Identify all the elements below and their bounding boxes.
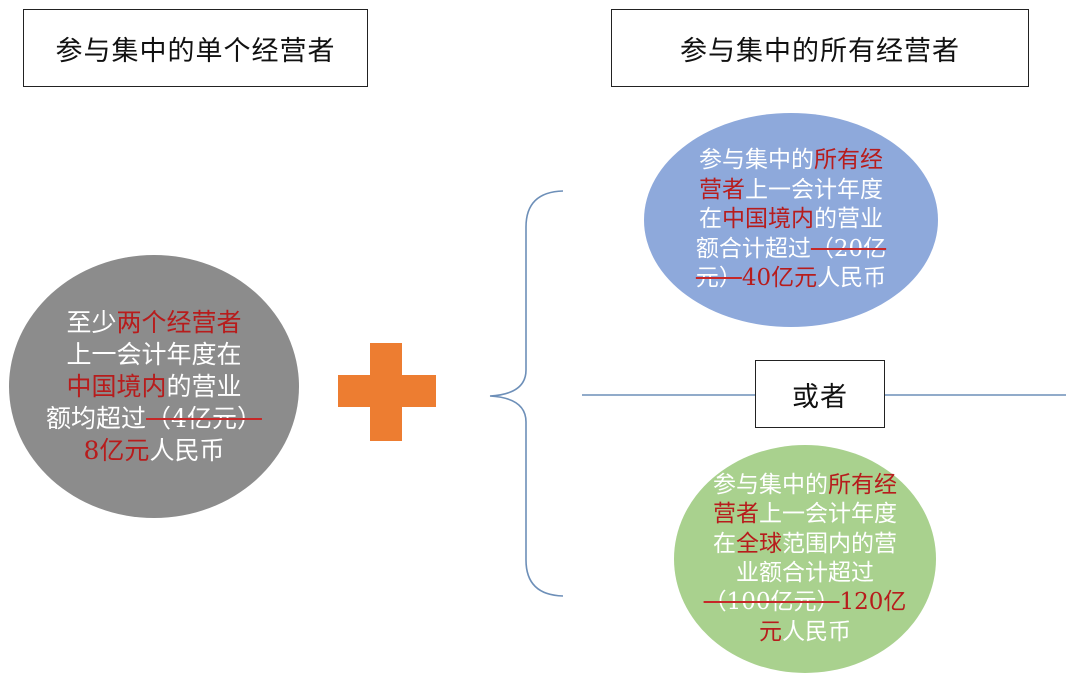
text-segment: 至少 [66,307,117,337]
highlight-all-operators: 营者 [713,501,759,528]
single-operator-title-text: 参与集中的单个经营者 [55,35,336,67]
single-operator-condition: 至少两个经营者 上一会计年度在 中国境内的营业 额均超过（4亿元） 8亿元人民币 [9,255,299,518]
all-operators-title-text: 参与集中的所有经营者 [680,35,960,67]
text-segment: 在 [699,206,722,233]
text-segment: 人民币 [782,618,851,645]
or-label: 或者 [792,381,848,413]
text-segment: 的营业 [814,206,883,233]
text-segment: 的营业 [166,371,242,401]
text-segment: 上一会计年度 [759,501,897,528]
text-segment: 参与集中的 [699,147,814,174]
highlight-new-amount: 元 [759,618,782,645]
text-segment: 额均超过 [46,403,147,433]
highlight-all-operators: 所有经 [828,471,897,498]
highlight-global: 全球 [736,530,782,557]
text-segment: 在 [713,530,736,557]
highlight-all-operators: 所有经 [814,147,883,174]
highlight-new-amount: 120亿 [839,589,907,616]
text-segment: 人民币 [817,265,887,292]
text-segment: 人民币 [149,435,225,465]
text-segment: 业额合计超过 [736,560,874,586]
left-brace [489,190,564,597]
global-turnover-condition-text: 参与集中的所有经 营者上一会计年度 在全球范围内的营 业额合计超过 （100亿元… [699,471,911,648]
or-label-box: 或者 [755,360,885,428]
highlight-two-operators: 两个经营者 [116,307,242,337]
text-segment: 上一会计年度 [745,176,883,203]
global-turnover-condition: 参与集中的所有经 营者上一会计年度 在全球范围内的营 业额合计超过 （100亿元… [674,445,936,673]
text-segment: 参与集中的 [713,471,828,498]
highlight-china: 中国境内 [722,206,814,233]
single-operator-condition-text: 至少两个经营者 上一会计年度在 中国境内的营业 额均超过（4亿元） 8亿元人民币 [34,307,274,467]
highlight-all-operators: 营者 [699,176,745,203]
plus-icon [338,343,436,441]
highlight-new-amount: 8亿元 [83,435,150,465]
china-turnover-condition: 参与集中的所有经 营者上一会计年度 在中国境内的营业 额合计超过（20亿元）40… [644,113,938,327]
text-segment: 范围内的营 [782,530,897,557]
single-operator-title: 参与集中的单个经营者 [23,9,368,87]
china-turnover-condition-text: 参与集中的所有经 营者上一会计年度 在中国境内的营业 额合计超过（20亿元）40… [685,146,897,293]
highlight-new-amount: 40亿元 [741,265,818,292]
highlight-china: 中国境内 [66,371,167,401]
text-segment: 上一会计年度在 [66,339,242,369]
struck-old-amount: （4亿元） [146,403,262,433]
struck-old-amount: （100亿元） [703,589,840,616]
all-operators-title: 参与集中的所有经营者 [611,9,1029,87]
struck-old-amount: （20亿元） [695,235,887,292]
text-segment: 额合计超过 [695,235,811,262]
